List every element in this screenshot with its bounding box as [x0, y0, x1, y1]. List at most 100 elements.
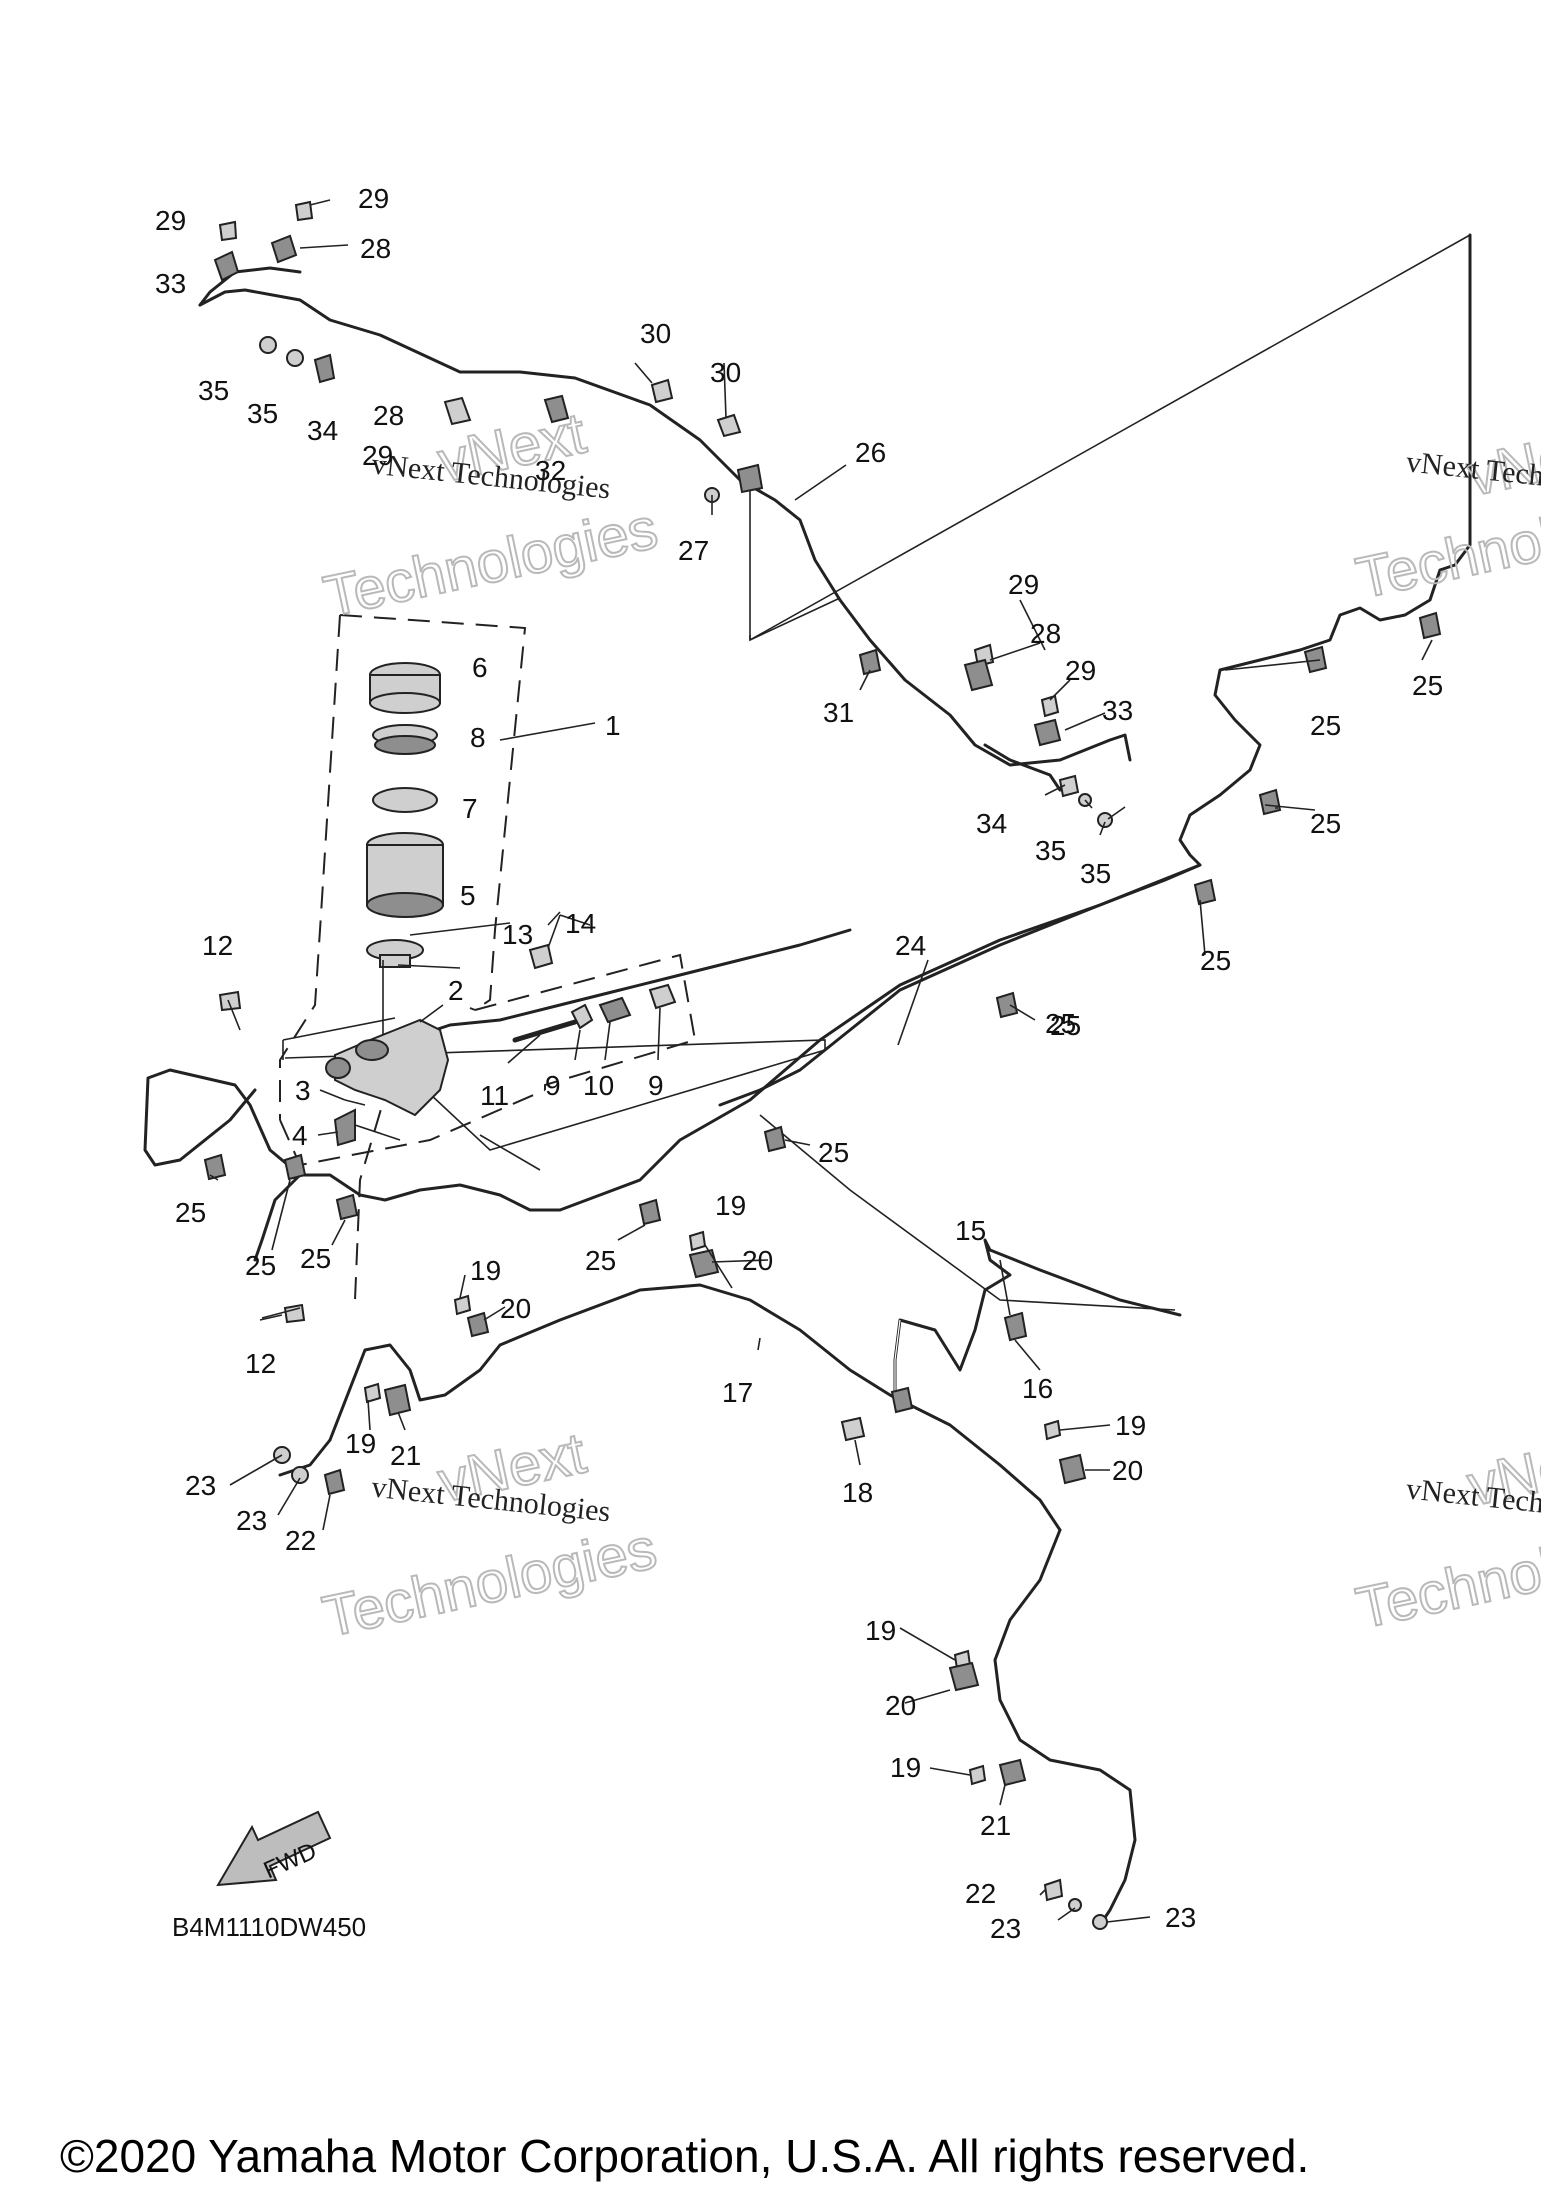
callout: 20	[885, 1690, 916, 1721]
callout: 13	[502, 919, 533, 950]
callout: 8	[470, 722, 486, 753]
callout: 27	[678, 535, 709, 566]
callout: 33	[155, 268, 186, 299]
callout: 25	[585, 1245, 616, 1276]
plate-7	[372, 787, 438, 813]
callout: 11	[480, 1080, 509, 1111]
callout: 23	[990, 1913, 1021, 1944]
callout: 29	[1065, 655, 1096, 686]
watermark-word-2: Technologies	[1351, 1507, 1541, 1641]
pin-13	[528, 943, 554, 970]
watermarks: vNext vNext Technologies Technologies vN…	[316, 400, 1541, 1651]
callout: 28	[373, 400, 404, 431]
callout: 19	[470, 1255, 501, 1286]
brake-pipe-15	[893, 1238, 1182, 1402]
copyright-notice: ©2020 Yamaha Motor Corporation, U.S.A. A…	[60, 2130, 1309, 2182]
callout: 22	[285, 1525, 316, 1556]
callout: 18	[842, 1477, 873, 1508]
callout: 25	[245, 1250, 276, 1281]
brake-hose-17	[328, 1283, 1062, 1532]
callout: 23	[185, 1470, 216, 1501]
callout: 2	[448, 975, 464, 1006]
master-cylinder-2	[334, 1018, 450, 1117]
callout: 30	[640, 318, 671, 349]
callout: 19	[345, 1428, 376, 1459]
callout: 12	[202, 930, 233, 961]
callout: 31	[823, 697, 854, 728]
callout: 19	[865, 1615, 896, 1646]
callout: 22	[965, 1878, 996, 1909]
callout: 35	[1080, 858, 1111, 889]
callout: 25	[175, 1197, 206, 1228]
brake-pipe-right	[718, 233, 1472, 1107]
callout: 25	[1310, 710, 1341, 741]
callout: 23	[236, 1505, 267, 1536]
callout: 9	[545, 1070, 561, 1101]
callout: 21	[390, 1440, 421, 1471]
callout: 25	[300, 1243, 331, 1274]
joint-10	[598, 996, 632, 1024]
callout: 26	[855, 437, 886, 468]
callout: 1	[605, 710, 621, 741]
callout: 25	[1200, 945, 1231, 976]
brake-lines	[143, 233, 1472, 1927]
watermark-word-2: Technologies	[318, 496, 663, 630]
nut-9a	[570, 1003, 594, 1030]
callout: 19	[1115, 1410, 1146, 1441]
callout: 35	[247, 398, 278, 429]
callout: 16	[1022, 1373, 1053, 1404]
callout: 9	[648, 1070, 664, 1101]
boot-4	[333, 1108, 356, 1147]
nut-9b	[648, 983, 677, 1010]
callout: 25	[1050, 1010, 1081, 1041]
callout: 7	[462, 793, 478, 824]
callout: 15	[955, 1215, 986, 1246]
small-parts	[203, 200, 1442, 1930]
callout: 34	[976, 808, 1007, 839]
callout: 19	[890, 1752, 921, 1783]
callout: 23	[1165, 1902, 1196, 1933]
callout: 3	[295, 1075, 311, 1106]
callout: 17	[722, 1377, 753, 1408]
callout: 25	[1412, 670, 1443, 701]
callout: 20	[500, 1293, 531, 1324]
guide-lines	[282, 234, 1471, 1311]
callout: 29	[1008, 569, 1039, 600]
callout: 33	[1102, 695, 1133, 726]
callout: 20	[1112, 1455, 1143, 1486]
callout: 21	[980, 1810, 1011, 1841]
callout: 12	[245, 1348, 276, 1379]
callout-numbers: 1 2 3 4 5 6 7 8 9 9 10 11 12 12 13 14 15…	[155, 183, 1443, 1944]
callout: 29	[358, 183, 389, 214]
callout: 20	[742, 1245, 773, 1276]
callout: 30	[710, 357, 741, 388]
callout: 29	[362, 440, 393, 471]
callout: 6	[472, 652, 488, 683]
push-rod-11	[512, 1019, 578, 1043]
callout: 19	[715, 1190, 746, 1221]
brake-pipe-left-loop	[143, 1068, 302, 1177]
callout: 28	[1030, 618, 1061, 649]
brake-pipe-24	[253, 863, 1202, 1262]
callout: 24	[895, 930, 926, 961]
callout-leaders	[209, 199, 1433, 1923]
callout: 10	[583, 1070, 614, 1101]
callout: 34	[307, 415, 338, 446]
callout: 25	[1310, 808, 1341, 839]
callout: 32	[535, 455, 566, 486]
callout: 29	[155, 205, 186, 236]
callout: 25	[818, 1137, 849, 1168]
brake-hose-26	[198, 288, 1132, 767]
master-cylinder-kit-outline	[279, 614, 697, 1301]
diagram-code: B4M1110DW450	[172, 1912, 366, 1942]
watermark-word-2: Technologies	[317, 1516, 662, 1650]
callout: 5	[460, 880, 476, 911]
callout: 14	[565, 908, 596, 939]
callout: 4	[292, 1120, 308, 1151]
fwd-arrow-icon: FWD	[216, 1810, 332, 1887]
master-cylinder-parts	[325, 662, 677, 1147]
callout: 25	[1045, 1008, 1076, 1039]
callout: 35	[1035, 835, 1066, 866]
callout: 35	[198, 375, 229, 406]
